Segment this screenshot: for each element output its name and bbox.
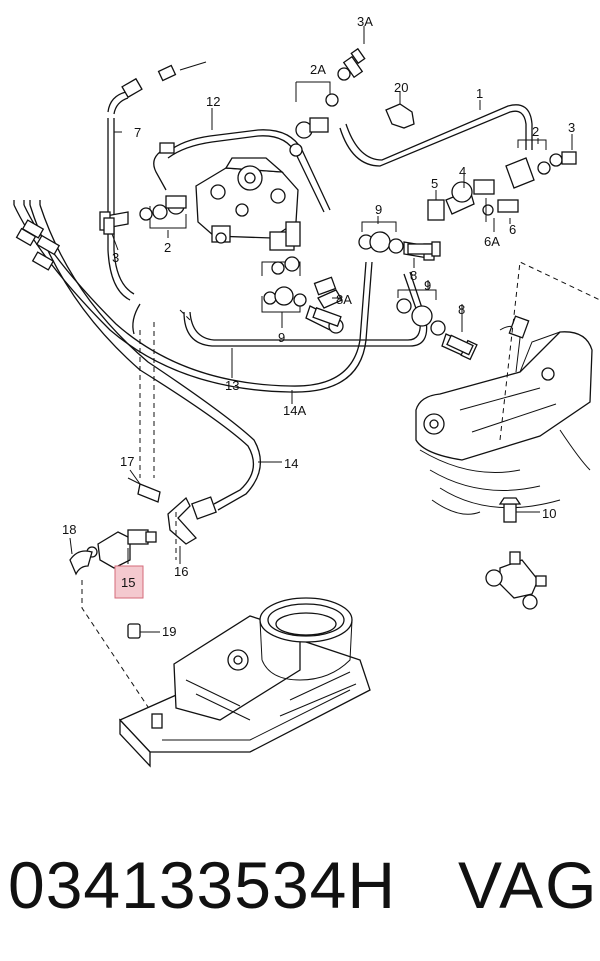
fuel-distributor bbox=[195, 157, 301, 251]
label-19: 19 bbox=[162, 624, 176, 639]
label-7: 7 bbox=[134, 125, 141, 140]
label-2-right: 2 bbox=[532, 124, 539, 139]
clip-20 bbox=[385, 96, 415, 129]
brand-name: VAG bbox=[458, 848, 599, 922]
hose-18 bbox=[69, 550, 93, 576]
label-13: 13 bbox=[225, 378, 239, 393]
label-10: 10 bbox=[542, 506, 556, 521]
valve-10 bbox=[498, 497, 540, 523]
bolt-8-upper bbox=[407, 241, 441, 257]
label-1: 1 bbox=[476, 86, 483, 101]
label-9-right: 9 bbox=[424, 278, 431, 293]
fuel-line-14A bbox=[13, 204, 373, 393]
part-number: 034133534H bbox=[8, 848, 397, 922]
fitting-4-5-6 bbox=[427, 179, 519, 222]
label-2A: 2A bbox=[310, 62, 326, 77]
label-3A: 3A bbox=[357, 14, 373, 29]
fitting-group-8A bbox=[313, 276, 343, 309]
highlight-box-15 bbox=[114, 565, 144, 599]
hose-fittings-left bbox=[15, 219, 61, 271]
intake-manifold bbox=[415, 261, 600, 515]
label-20: 20 bbox=[394, 80, 408, 95]
label-9-top: 9 bbox=[375, 202, 382, 217]
label-14: 14 bbox=[284, 456, 298, 471]
label-12: 12 bbox=[206, 94, 220, 109]
label-4: 4 bbox=[459, 164, 466, 179]
fuel-line-13 bbox=[132, 271, 428, 347]
label-16: 16 bbox=[174, 564, 188, 579]
label-3-left: 3 bbox=[112, 250, 119, 265]
callout-labels: 3A 2A 20 1 12 7 2 3 4 5 6A 6 9 2 3 8 9 8… bbox=[62, 14, 575, 639]
pressure-regulator-15 bbox=[86, 529, 157, 569]
label-14A: 14A bbox=[283, 403, 306, 418]
label-9-center: 9 bbox=[278, 330, 285, 345]
air-flow-meter-housing bbox=[118, 597, 371, 768]
tee-fitting bbox=[485, 551, 547, 610]
caption-bar: 034133534H VAG bbox=[0, 835, 600, 935]
label-17: 17 bbox=[120, 454, 134, 469]
label-8-upper: 8 bbox=[410, 268, 417, 283]
label-6A: 6A bbox=[484, 234, 500, 249]
label-6: 6 bbox=[509, 222, 516, 237]
fitting-group-2-right bbox=[505, 139, 577, 189]
label-2-left: 2 bbox=[164, 240, 171, 255]
label-8-lower: 8 bbox=[458, 302, 465, 317]
bolt-8A bbox=[312, 307, 342, 327]
fitting-group-2A bbox=[289, 47, 366, 157]
label-18: 18 bbox=[62, 522, 76, 537]
label-5: 5 bbox=[431, 176, 438, 191]
bolt-3-left bbox=[103, 217, 115, 235]
label-8A: 8A bbox=[336, 292, 352, 307]
cap-19 bbox=[127, 623, 141, 639]
exploded-parts-diagram: 3A 2A 20 1 12 7 2 3 4 5 6A 6 9 2 3 8 9 8… bbox=[13, 14, 600, 768]
screw-17 bbox=[127, 477, 161, 503]
bracket-16 bbox=[167, 496, 217, 545]
label-15: 15 bbox=[121, 575, 135, 590]
label-3-right: 3 bbox=[568, 120, 575, 135]
bolt-8-lower bbox=[446, 334, 474, 356]
fuel-line-1 bbox=[339, 104, 533, 167]
fuel-line-7 bbox=[107, 61, 207, 301]
